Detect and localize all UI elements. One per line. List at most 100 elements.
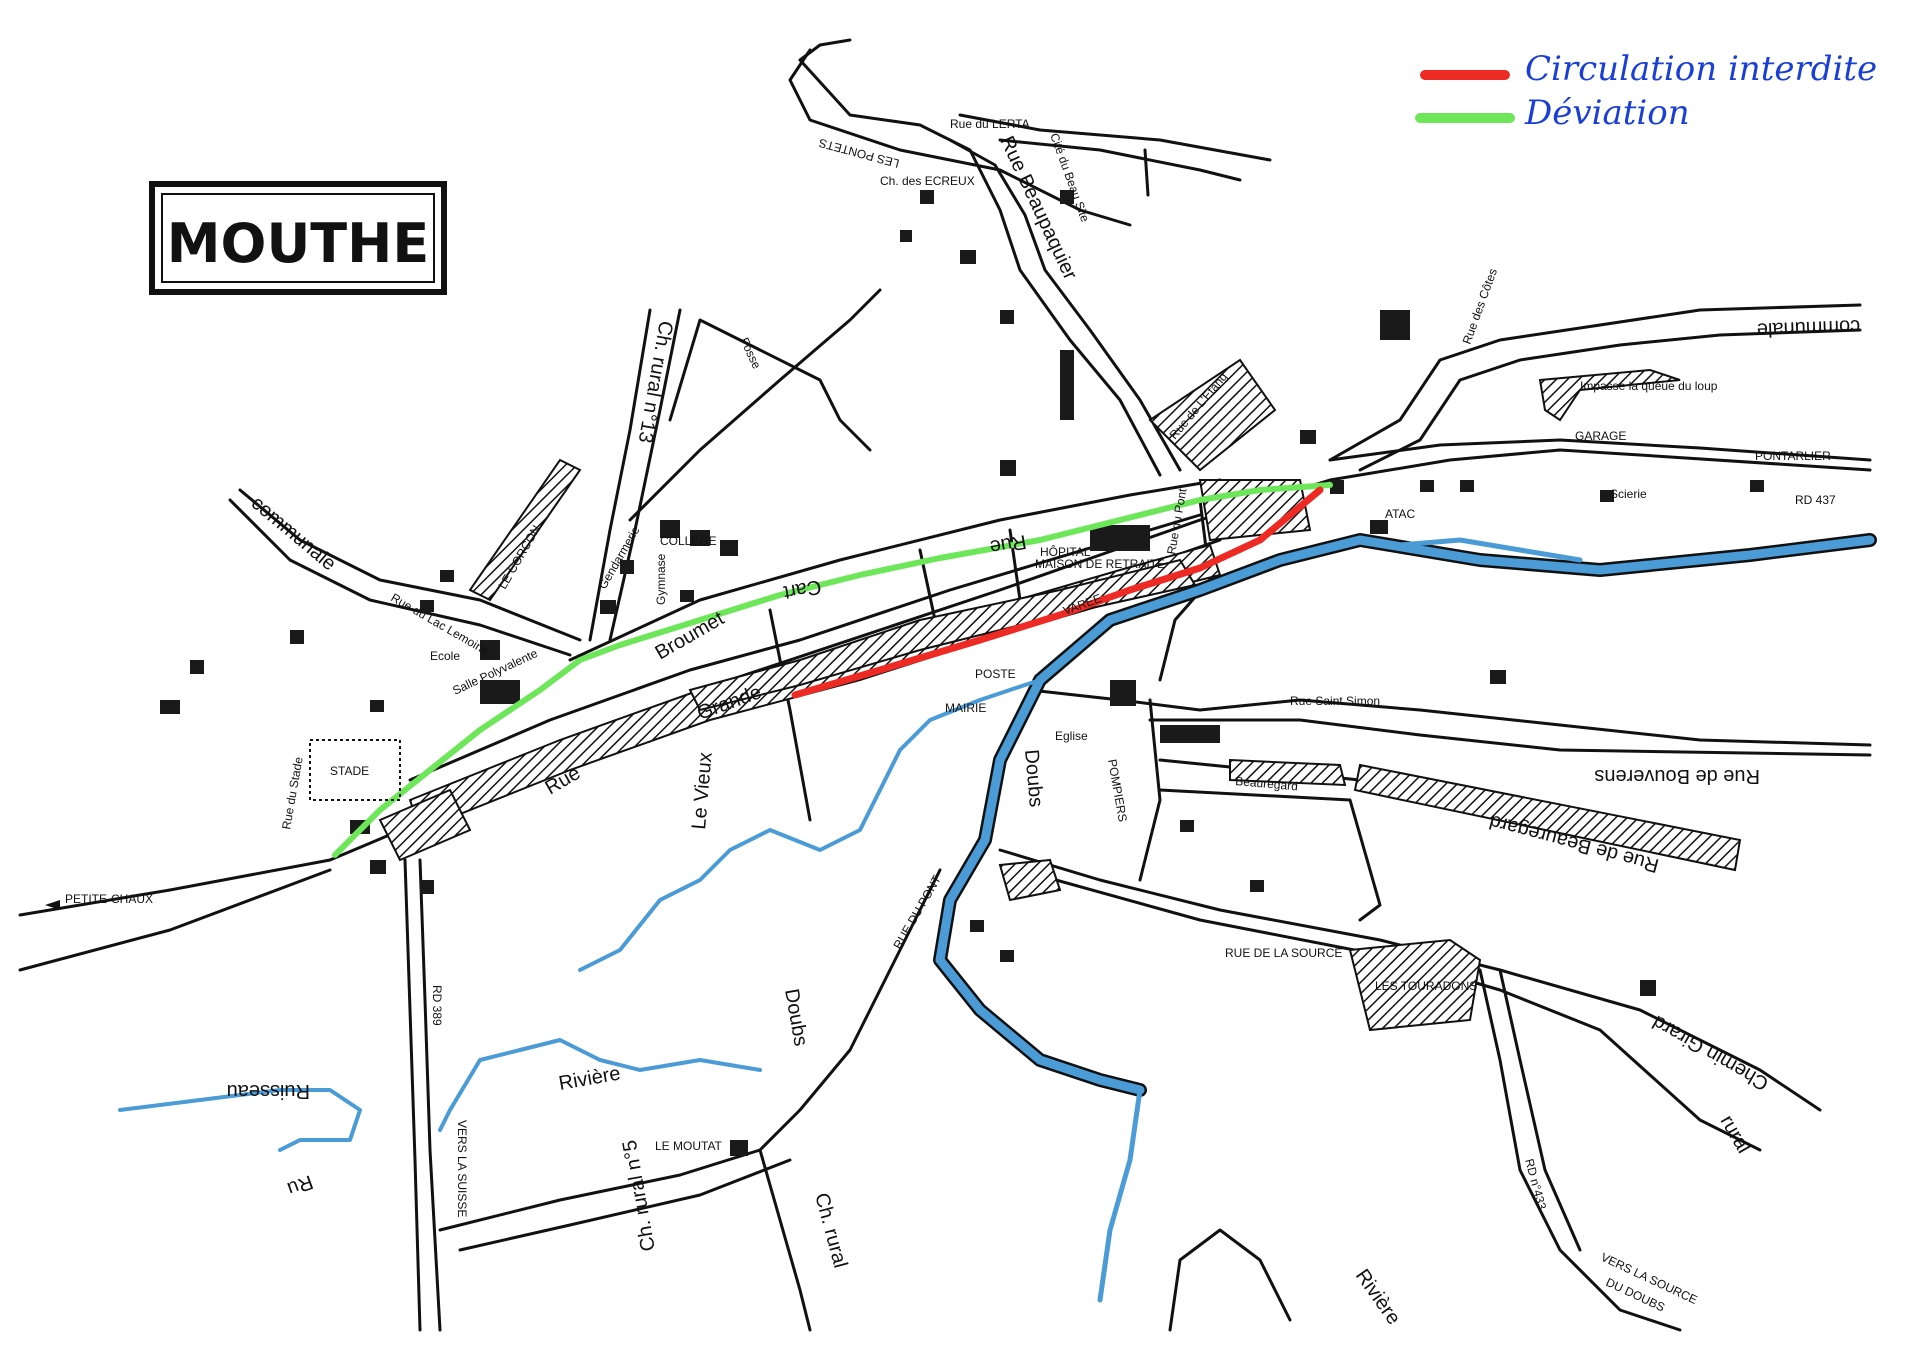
building: [1060, 190, 1074, 204]
building: [1380, 310, 1410, 340]
building: [1370, 520, 1388, 534]
road-communale-ne: [1328, 303, 1862, 462]
building: [1600, 490, 1614, 502]
building: [720, 540, 738, 556]
map-title: MOUTHE: [167, 212, 429, 275]
label-scierie: Scierie: [1610, 487, 1647, 501]
road-rd433: [1478, 968, 1682, 1332]
legend: Circulation interdite Déviation: [1415, 49, 1877, 133]
hatched-corcon: [468, 458, 582, 602]
building: [1490, 670, 1506, 684]
road-rd433-2: [1498, 968, 1582, 1252]
road-beaupaquier-2: [948, 138, 1182, 472]
label-chemin-girard: Chemin Girard: [1649, 1011, 1773, 1095]
label-ch-rural-5: Ch. rural n°5: [619, 1138, 660, 1253]
building: [420, 880, 434, 894]
label-ch-rural-13: Ch. rural n°13: [634, 319, 677, 445]
road-communale-w: [238, 488, 582, 642]
building: [1000, 460, 1016, 476]
road-rd389-2: [403, 858, 422, 1332]
building: [290, 630, 304, 644]
road-se-loop: [1168, 1228, 1292, 1332]
label-maison-retraite: MAISON DE RETRAITE: [1035, 557, 1165, 571]
label-ru: Ru: [284, 1170, 316, 1199]
road-cross-1: [768, 608, 812, 822]
label-rue-cote: Rue des Côtes: [1460, 267, 1500, 346]
label-rue-pont: RUE DU PONT: [890, 872, 944, 951]
rivers: [118, 533, 1877, 1303]
road-communale-w-2: [228, 498, 572, 657]
label-garage: GARAGE: [1575, 429, 1626, 443]
building: [420, 600, 434, 612]
building: [600, 600, 616, 614]
river-doubs-south: [1097, 1087, 1143, 1303]
label-beauregard: Beauregard: [1235, 774, 1299, 793]
label-rd437: RD 437: [1795, 493, 1836, 507]
road-fosse: [668, 318, 872, 452]
title-box: MOUTHE: [149, 181, 447, 295]
title-frame-inner: [161, 193, 435, 283]
building: [620, 560, 634, 574]
label-eglise: Eglise: [1055, 729, 1088, 743]
label-gendarmerie: Gendarmerie: [595, 524, 642, 592]
legend-label-closed: Circulation interdite: [1525, 49, 1877, 89]
river-le-vieux: [578, 678, 1042, 972]
deviation-route: [332, 482, 1333, 858]
legend-label-deviation: Déviation: [1524, 93, 1690, 133]
road-ch-rural-13: [588, 308, 652, 642]
label-ecole: Ecole: [430, 649, 460, 663]
building: [1330, 480, 1344, 494]
arrow-petite-chaux: [45, 900, 60, 910]
building: [660, 520, 680, 538]
road-beaupaquier: [798, 43, 1162, 477]
hatched-grande-west: [378, 788, 472, 862]
hatched-areas: [378, 358, 1742, 1032]
building: [680, 590, 694, 602]
label-rue-lerta: Rue du LERTA: [950, 117, 1030, 131]
label-atac: ATAC: [1385, 507, 1416, 521]
building: [1160, 725, 1220, 743]
label-poste: POSTE: [975, 667, 1016, 681]
label-riviere-sw: Rivière: [557, 1062, 622, 1094]
label-mairie: MAIRIE: [945, 701, 986, 715]
road-ch-rural-13-2: [608, 308, 682, 642]
label-college: COLLEGE: [660, 534, 717, 548]
label-le-vieux: Le Vieux: [688, 751, 717, 830]
road-north-right: [958, 113, 1272, 162]
buildings: [160, 190, 1764, 1156]
label-rue-source: RUE DE LA SOURCE: [1225, 946, 1342, 960]
label-pompiers: POMPIERS: [1105, 758, 1130, 823]
label-communale-ne: communale: [1756, 315, 1860, 341]
label-pontarlier: PONTARLIER: [1755, 449, 1831, 463]
building: [690, 530, 710, 546]
stade-outline: [309, 739, 401, 801]
label-gymnase: Gymnase: [654, 553, 668, 605]
building: [1060, 350, 1074, 420]
building: [1000, 950, 1014, 962]
label-riviere-se: Rivière: [1351, 1265, 1405, 1329]
roads: [18, 38, 1872, 1332]
building: [370, 860, 386, 874]
map-labels: Rue Beaupaquier Rue du LERTA Cité du Bea…: [45, 117, 1861, 1329]
label-hopital: HÔPITAL: [1040, 544, 1091, 559]
road-petite-chaux-north: [18, 448, 1872, 917]
road-ch-rural-south: [758, 1148, 812, 1332]
building: [370, 700, 384, 712]
building: [1640, 980, 1656, 996]
building: [190, 660, 204, 674]
title-frame-outer: [149, 181, 447, 295]
label-petite-chaux: PETITE-CHAUX: [65, 892, 153, 906]
label-cite-beau-site: Cité du Beau Site: [1047, 131, 1092, 224]
road-rd389: [418, 858, 442, 1332]
building: [1460, 480, 1474, 492]
label-ch-rural-s: Ch. rural: [810, 1191, 851, 1271]
road-nw-diag: [628, 288, 882, 522]
hatched-pont: [998, 858, 1062, 902]
river-ruisseau: [118, 1088, 362, 1152]
road-broumet: [568, 478, 1222, 662]
building: [1250, 880, 1264, 892]
label-doubs-center: Doubs: [1020, 749, 1047, 809]
label-rue-pont2: Rue du Pont: [1164, 487, 1189, 556]
label-rural: rural: [1716, 1112, 1755, 1158]
label-stade: STADE: [330, 764, 369, 778]
